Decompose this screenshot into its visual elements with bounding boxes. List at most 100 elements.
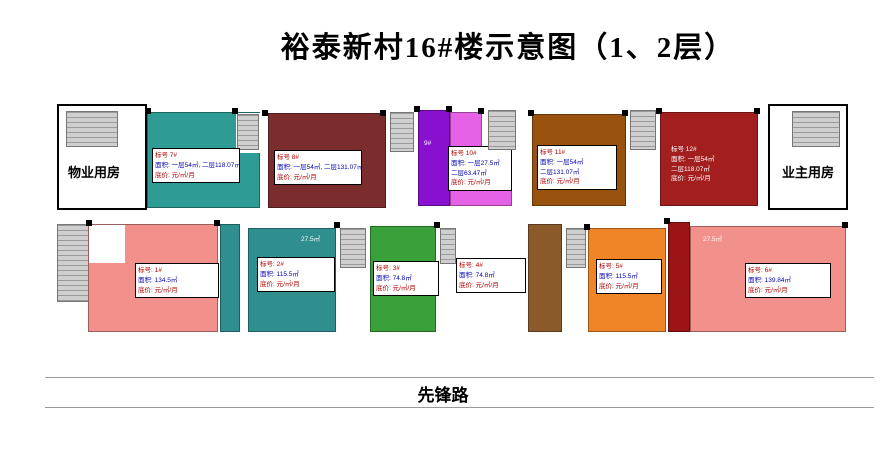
label-line: 标号: 4# bbox=[459, 262, 483, 269]
unit-12-labelbox: 标号 12# 面积: 一层54㎡ 二层118.07㎡ 底价: 元/㎡/月 bbox=[671, 145, 714, 184]
label-line: 面积: 74.8㎡ bbox=[376, 274, 412, 282]
column bbox=[478, 108, 484, 114]
label-line: 面积: 一层54㎡, 二层131.07㎡ bbox=[277, 163, 362, 171]
column bbox=[842, 222, 848, 228]
staircase-icon bbox=[440, 228, 456, 264]
unit-3-labelbox: 标号: 3# 面积: 74.8㎡ 底价: 元/㎡/月 bbox=[373, 261, 439, 297]
staircase-icon bbox=[340, 228, 366, 268]
unit-10-labelbox: 标号 10# 面积: 一层27.5㎡ 二层63.47㎡ 底价: 元/㎡/月 bbox=[448, 146, 512, 191]
label-line: 底价: 元/㎡/月 bbox=[376, 284, 416, 292]
label-line: 底价: 元/㎡/月 bbox=[459, 281, 499, 289]
unit-9[interactable]: 9# bbox=[418, 110, 450, 206]
unit-5-labelbox: 标号: 5# 面积: 115.5㎡ 底价: 元/㎡/月 bbox=[596, 259, 662, 295]
unit-1-labelbox: 标号: 1# 面积: 134.5㎡ 底价: 元/㎡/月 bbox=[135, 263, 219, 299]
label-line: 底价: 元/㎡/月 bbox=[540, 178, 580, 186]
unit-4-labelbox: 标号: 4# 面积: 74.8㎡ 底价: 元/㎡/月 bbox=[456, 258, 526, 294]
label-line: 面积: 一层27.5㎡ bbox=[451, 159, 500, 167]
unit-2-strip bbox=[220, 224, 240, 332]
label-line: 面积: 115.5㎡ bbox=[260, 270, 299, 278]
unit-11-labelbox: 标号 11# 面积: 一层54㎡ 二层131.07㎡ 底价: 元/㎡/月 bbox=[537, 145, 617, 190]
unit-10-upper bbox=[450, 112, 482, 150]
unit-2-labelbox: 标号: 2# 面积: 115.5㎡ 底价: 元/㎡/月 bbox=[257, 257, 335, 293]
red-stair-block bbox=[668, 222, 690, 332]
column bbox=[262, 110, 268, 116]
unit-2-small-area: 27.5㎡ bbox=[301, 236, 321, 243]
column bbox=[754, 108, 760, 114]
staircase-icon bbox=[566, 228, 586, 268]
unit-11[interactable]: 标号 11# 面积: 一层54㎡ 二层131.07㎡ 底价: 元/㎡/月 bbox=[532, 114, 626, 206]
label-line: 面积: 一层54㎡, 二层118.07㎡ bbox=[155, 161, 240, 169]
property-room-label: 物业用房 bbox=[68, 165, 121, 180]
road-line-top bbox=[45, 377, 874, 378]
unit-4-main bbox=[528, 224, 562, 332]
label-line: 标号: 2# bbox=[260, 261, 284, 268]
page-title: 裕泰新村16#楼示意图（1、2层） bbox=[280, 32, 736, 64]
label-line: 底价: 元/㎡/月 bbox=[671, 175, 711, 183]
label-line: 标号: 1# bbox=[138, 267, 162, 274]
label-line: 标号 7# bbox=[155, 152, 178, 159]
staircase-icon bbox=[57, 224, 90, 302]
property-room: 物业用房 bbox=[57, 104, 147, 210]
label-line: 二层131.07㎡ bbox=[540, 168, 580, 176]
unit-8[interactable]: 标号 8# 面积: 一层54㎡, 二层131.07㎡ 底价: 元/㎡/月 bbox=[268, 113, 386, 208]
staircase-icon bbox=[630, 110, 656, 150]
column bbox=[664, 218, 670, 224]
unit-6-small-area: 27.5㎡ bbox=[703, 236, 723, 243]
unit-7[interactable]: 标号 7# 面积: 一层54㎡, 二层118.07㎡ 底价: 元/㎡/月 bbox=[147, 112, 261, 208]
label-line: 底价: 元/㎡/月 bbox=[260, 280, 300, 288]
owner-room: 业主用房 bbox=[768, 104, 848, 210]
staircase-icon bbox=[792, 111, 840, 147]
label-line: 标号 12# bbox=[671, 146, 697, 153]
label-line: 面积: 139.84㎡ bbox=[748, 276, 791, 284]
unit-2-main: 27.5㎡ 标号: 2# 面积: 115.5㎡ 底价: 元/㎡/月 bbox=[248, 228, 336, 332]
road-line-bottom bbox=[45, 407, 874, 408]
column bbox=[528, 110, 534, 116]
column bbox=[380, 110, 386, 116]
staircase-icon bbox=[237, 114, 259, 150]
owner-room-label: 业主用房 bbox=[782, 165, 835, 180]
label-line: 面积: 一层54㎡ bbox=[540, 158, 584, 166]
label-line: 标号 10# bbox=[451, 150, 477, 157]
staircase-icon bbox=[390, 112, 414, 152]
staircase-icon bbox=[66, 111, 118, 147]
staircase-icon bbox=[488, 110, 516, 150]
column bbox=[656, 108, 662, 114]
label-line: 二层118.07㎡ bbox=[671, 165, 710, 173]
label-line: 标号 8# bbox=[277, 154, 300, 161]
column bbox=[214, 220, 220, 226]
label-line: 面积: 一层54㎡ bbox=[671, 155, 715, 163]
column bbox=[86, 220, 92, 226]
column bbox=[334, 222, 340, 228]
column bbox=[145, 108, 151, 114]
label-line: 底价: 元/㎡/月 bbox=[277, 173, 317, 181]
unit-7-labelbox: 标号 7# 面积: 一层54㎡, 二层118.07㎡ 底价: 元/㎡/月 bbox=[152, 148, 240, 184]
unit-6-labelbox: 标号: 6# 面积: 139.84㎡ 底价: 元/㎡/月 bbox=[745, 263, 831, 299]
unit-5[interactable]: 标号: 5# 面积: 115.5㎡ 底价: 元/㎡/月 bbox=[588, 228, 666, 332]
unit-7-notch bbox=[236, 113, 261, 153]
column bbox=[414, 106, 420, 112]
label-line: 面积: 115.5㎡ bbox=[599, 272, 638, 280]
unit-1-notch bbox=[89, 225, 125, 263]
column bbox=[434, 222, 440, 228]
unit-6[interactable]: 27.5㎡ 标号: 6# 面积: 139.84㎡ 底价: 元/㎡/月 bbox=[690, 226, 846, 332]
unit-2[interactable]: 27.5㎡ 标号: 2# 面积: 115.5㎡ 底价: 元/㎡/月 bbox=[220, 224, 336, 332]
label-line: 标号: 6# bbox=[748, 267, 772, 274]
unit-12[interactable]: 标号 12# 面积: 一层54㎡ 二层118.07㎡ 底价: 元/㎡/月 bbox=[660, 112, 758, 206]
column bbox=[232, 108, 238, 114]
label-line: 标号: 3# bbox=[376, 265, 400, 272]
unit-10[interactable]: 标号 10# 面积: 一层27.5㎡ 二层63.47㎡ 底价: 元/㎡/月 bbox=[448, 112, 514, 206]
label-line: 二层63.47㎡ bbox=[451, 169, 487, 177]
unit-1[interactable]: 标号: 1# 面积: 134.5㎡ 底价: 元/㎡/月 bbox=[88, 224, 219, 332]
label-line: 面积: 74.8㎡ bbox=[459, 271, 495, 279]
column bbox=[584, 224, 590, 230]
label-line: 标号 11# bbox=[540, 149, 566, 156]
unit-4[interactable]: 标号: 4# 面积: 74.8㎡ 底价: 元/㎡/月 bbox=[456, 224, 564, 332]
unit-3[interactable]: 标号: 3# 面积: 74.8㎡ 底价: 元/㎡/月 bbox=[370, 226, 439, 332]
label-line: 底价: 元/㎡/月 bbox=[748, 286, 788, 294]
unit-8-labelbox: 标号 8# 面积: 一层54㎡, 二层131.07㎡ 底价: 元/㎡/月 bbox=[274, 150, 362, 186]
label-line: 底价: 元/㎡/月 bbox=[138, 286, 178, 294]
road-label: 先锋路 bbox=[417, 386, 469, 405]
column bbox=[622, 110, 628, 116]
label-line: 面积: 134.5㎡ bbox=[138, 276, 178, 284]
